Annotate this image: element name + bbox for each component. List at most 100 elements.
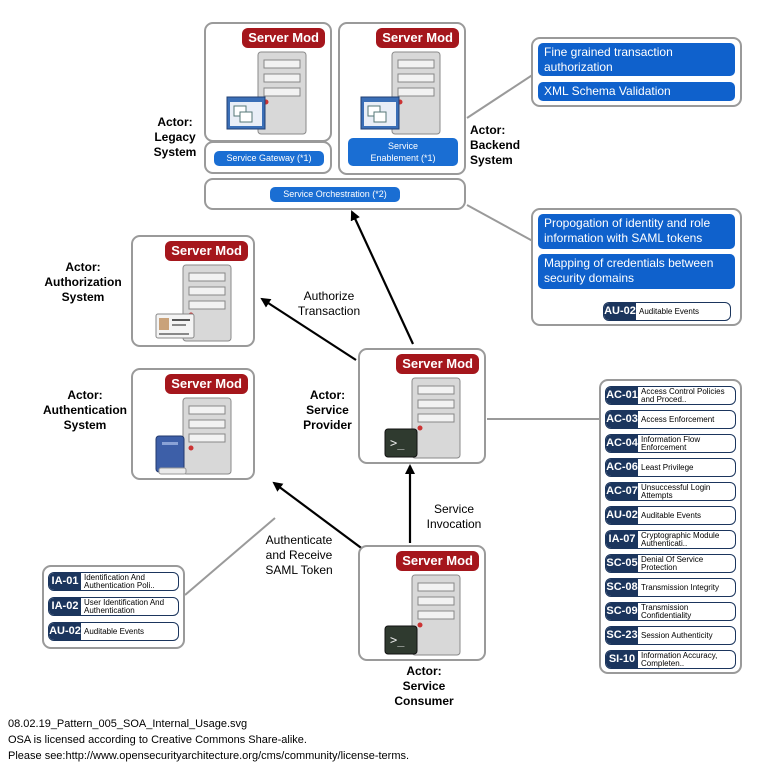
control-code: AC-04 [606, 435, 638, 452]
arrow-authorize [260, 297, 357, 361]
server-icon [411, 574, 461, 656]
control-code: AU-02 [604, 303, 636, 320]
control-code: AU-02 [49, 623, 81, 640]
control-text: Denial Of Service Protection [641, 555, 704, 572]
orchestration-panel: Service Orchestration (*2) [204, 178, 466, 210]
actor-backend-label: Actor: Backend System [470, 123, 521, 167]
control-text: Access Enforcement [641, 414, 715, 424]
svg-text:>_: >_ [390, 633, 405, 647]
control-text: Transmission Integrity [641, 582, 719, 592]
control-text: Information Flow Enforcement [641, 435, 701, 452]
terminal-icon: >_ [384, 428, 418, 458]
control-text: Identification And Authentication Poli.. [84, 573, 155, 590]
link-orch-notes [466, 204, 541, 246]
service-gateway-pill: Service Gateway (*1) [214, 151, 324, 166]
windows-app-icon [360, 96, 400, 130]
fine-grained-note: Fine grained transaction authorization [538, 43, 735, 76]
id-card-icon [155, 313, 195, 339]
credential-mapping-note: Mapping of credentials between security … [538, 254, 735, 289]
server-icon [257, 51, 307, 135]
control-text: Transmission Confidentiality [641, 603, 692, 620]
server-icon [182, 264, 232, 342]
provider-server-panel: Server Mod >_ [358, 348, 486, 464]
authorize-transaction-label: Authorize Transaction [297, 289, 361, 318]
legacy-gateway-panel: Service Gateway (*1) [204, 141, 332, 174]
control-text: Least Privilege [641, 462, 694, 472]
control-code: AC-06 [606, 459, 638, 476]
control-code: SC-08 [606, 579, 638, 596]
control-text: Information Accuracy, Completen.. [641, 651, 718, 668]
control-text: Auditable Events [641, 510, 702, 520]
authorization-server-panel: Server Mod [131, 235, 255, 347]
legacy-server-panel: Server Mod [204, 22, 332, 142]
control-code: IA-01 [49, 573, 81, 590]
control-text: Auditable Events [84, 626, 145, 636]
consumer-server-panel: Server Mod >_ [358, 545, 486, 661]
server-icon [182, 397, 232, 475]
link-authn-controls [184, 517, 276, 596]
control-text: Access Control Policies and Proced.. [641, 387, 725, 404]
control-au-02: AU-02 Auditable Events [603, 302, 731, 321]
link-backend-notes [466, 69, 541, 119]
footer-license: OSA is licensed according to Creative Co… [8, 734, 307, 746]
authenticate-label: Authenticate and Receive SAML Token [265, 533, 333, 577]
server-badge: Server Mod [396, 551, 479, 571]
svg-text:>_: >_ [390, 436, 405, 450]
actor-authentication-label: Actor: Authentication System [43, 388, 127, 432]
server-badge: Server Mod [165, 241, 248, 261]
authentication-server-panel: Server Mod [131, 368, 255, 480]
actor-authorization-label: Actor: Authorization System [44, 260, 122, 304]
server-badge: Server Mod [242, 28, 325, 48]
top-right-notes-panel: Fine grained transaction authorization X… [531, 37, 742, 107]
arrow-provider-orchestration [350, 210, 414, 345]
backend-server-panel: Server Mod Service Enablement (*1) [338, 22, 466, 175]
terminal-icon: >_ [384, 625, 418, 655]
server-badge: Server Mod [396, 354, 479, 374]
server-badge: Server Mod [165, 374, 248, 394]
control-code: AU-02 [606, 507, 638, 524]
service-enablement-pill: Service Enablement (*1) [348, 138, 458, 166]
footer-filename: 08.02.19_Pattern_005_SOA_Internal_Usage.… [8, 718, 248, 730]
control-text: Unsuccessful Login Attempts [641, 483, 711, 500]
control-text: Auditable Events [639, 306, 700, 316]
control-code: AC-03 [606, 411, 638, 428]
saml-propagation-note: Propogation of identity and role informa… [538, 214, 735, 249]
control-code: SC-23 [606, 627, 638, 644]
actor-provider-label: Actor: Service Provider [303, 388, 352, 432]
windows-app-icon [226, 96, 266, 130]
control-code: SI-10 [606, 651, 638, 668]
mid-right-notes-panel: Propogation of identity and role informa… [531, 208, 742, 326]
server-badge: Server Mod [376, 28, 459, 48]
control-code: IA-07 [606, 531, 638, 548]
service-invocation-label: Service Invocation [426, 502, 482, 531]
server-icon [411, 377, 461, 459]
control-text: User Identification And Authentication [84, 598, 165, 615]
server-icon [391, 51, 441, 135]
actor-legacy-label: Actor: Legacy System [153, 115, 197, 159]
book-icon [155, 435, 187, 475]
control-code: AC-07 [606, 483, 638, 500]
service-orchestration-pill: Service Orchestration (*2) [270, 187, 400, 202]
control-code: SC-05 [606, 555, 638, 572]
control-code: SC-09 [606, 603, 638, 620]
control-code: IA-02 [49, 598, 81, 615]
arrow-authenticate [272, 481, 369, 554]
xml-schema-note: XML Schema Validation [538, 82, 735, 101]
footer-license-url: Please see:http://www.opensecurityarchit… [8, 750, 410, 762]
control-text: Session Authenticity [641, 630, 713, 640]
control-code: AC-01 [606, 387, 638, 404]
